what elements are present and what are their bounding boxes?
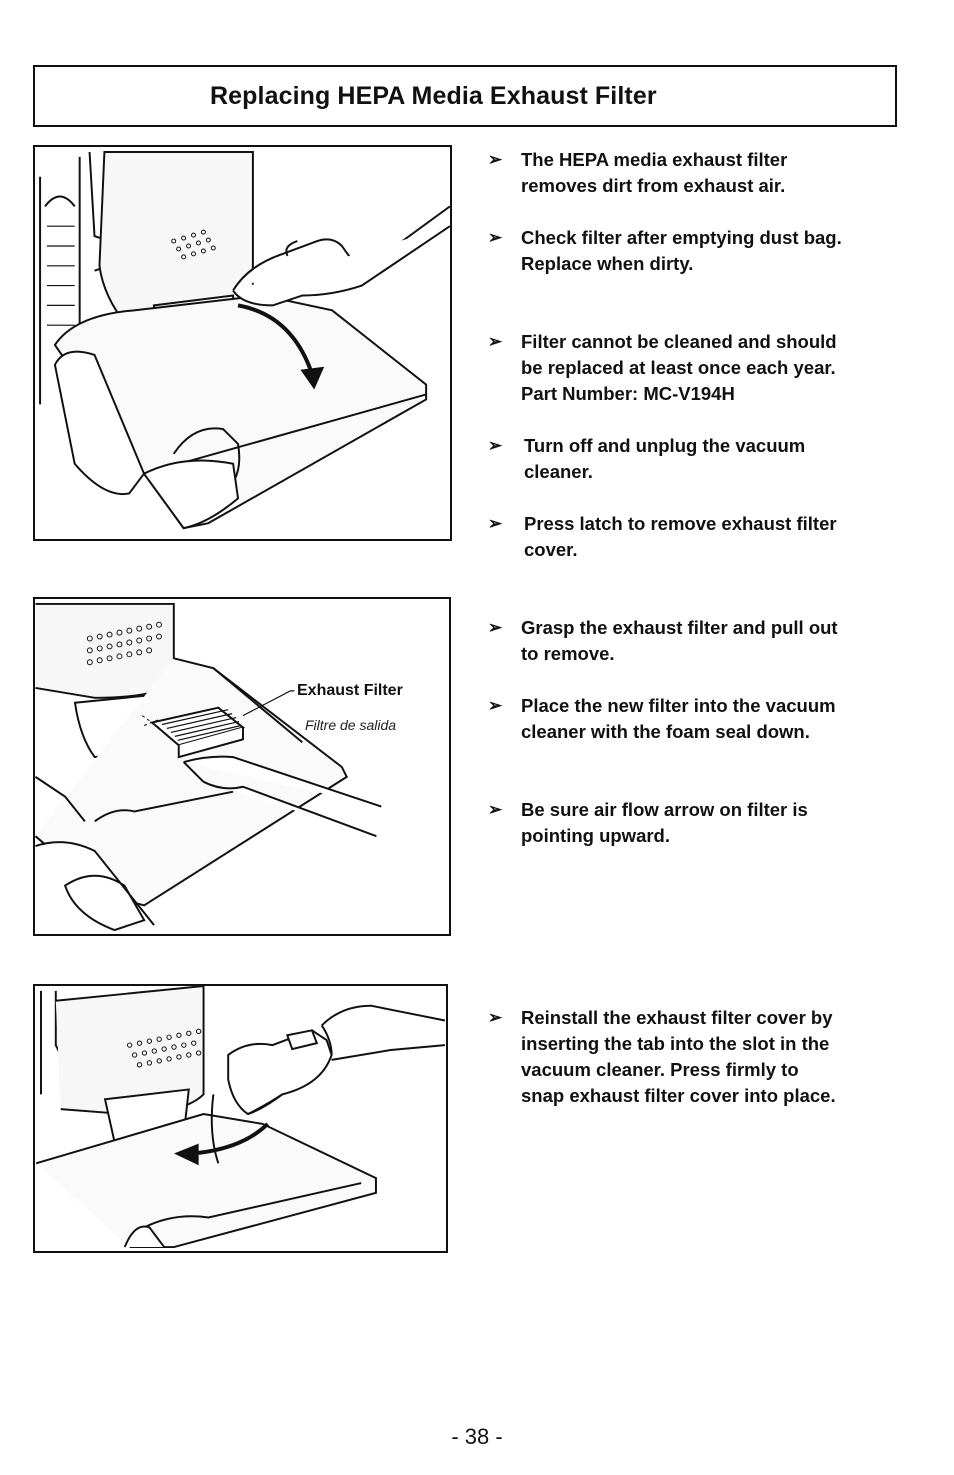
arrow-bullet-icon: ➢: [488, 332, 503, 351]
arrow-bullet-icon: ➢: [488, 150, 503, 169]
arrow-bullet-icon: ➢: [488, 696, 503, 715]
arrow-bullet-icon: ➢: [488, 1008, 503, 1027]
vacuum-press-latch-illustration: [39, 150, 450, 530]
arrow-bullet-icon: ➢: [488, 618, 503, 637]
list-item: ➢ Check filter after emptying dust bag. …: [488, 225, 842, 277]
figure-reinstall-cover: [33, 984, 448, 1253]
figure-press-latch: [33, 145, 452, 541]
list-item: ➢ Reinstall the exhaust filter cover by …: [488, 1005, 836, 1109]
arrow-bullet-icon: ➢: [488, 436, 503, 455]
exhaust-filter-label: Exhaust Filter: [297, 682, 403, 699]
list-item: ➢ Place the new filter into the vacuum c…: [488, 693, 836, 745]
list-item: ➢ Turn off and unplug the vacuum cleaner…: [488, 433, 805, 485]
arrow-bullet-icon: ➢: [488, 800, 503, 819]
list-item: ➢ Grasp the exhaust filter and pull out …: [488, 615, 838, 667]
list-item: ➢ Press latch to remove exhaust filter c…: [488, 511, 837, 563]
figure-remove-filter: Exhaust Filter Filtre de salida: [33, 597, 451, 936]
title-box: Replacing HEPA Media Exhaust Filter: [33, 65, 897, 127]
list-item: ➢ The HEPA media exhaust filter removes …: [488, 147, 787, 199]
vacuum-filter-illustration: [35, 602, 382, 932]
page-number: - 38 -: [451, 1424, 503, 1449]
exhaust-filter-label-fr: Filtre de salida: [305, 717, 397, 733]
page-title: Replacing HEPA Media Exhaust Filter: [210, 81, 657, 110]
list-item: ➢ Filter cannot be cleaned and should be…: [488, 329, 837, 407]
vacuum-reinstall-illustration: [35, 986, 446, 1249]
arrow-bullet-icon: ➢: [488, 514, 503, 533]
list-item: ➢ Be sure air flow arrow on filter is po…: [488, 797, 808, 849]
arrow-bullet-icon: ➢: [488, 228, 503, 247]
